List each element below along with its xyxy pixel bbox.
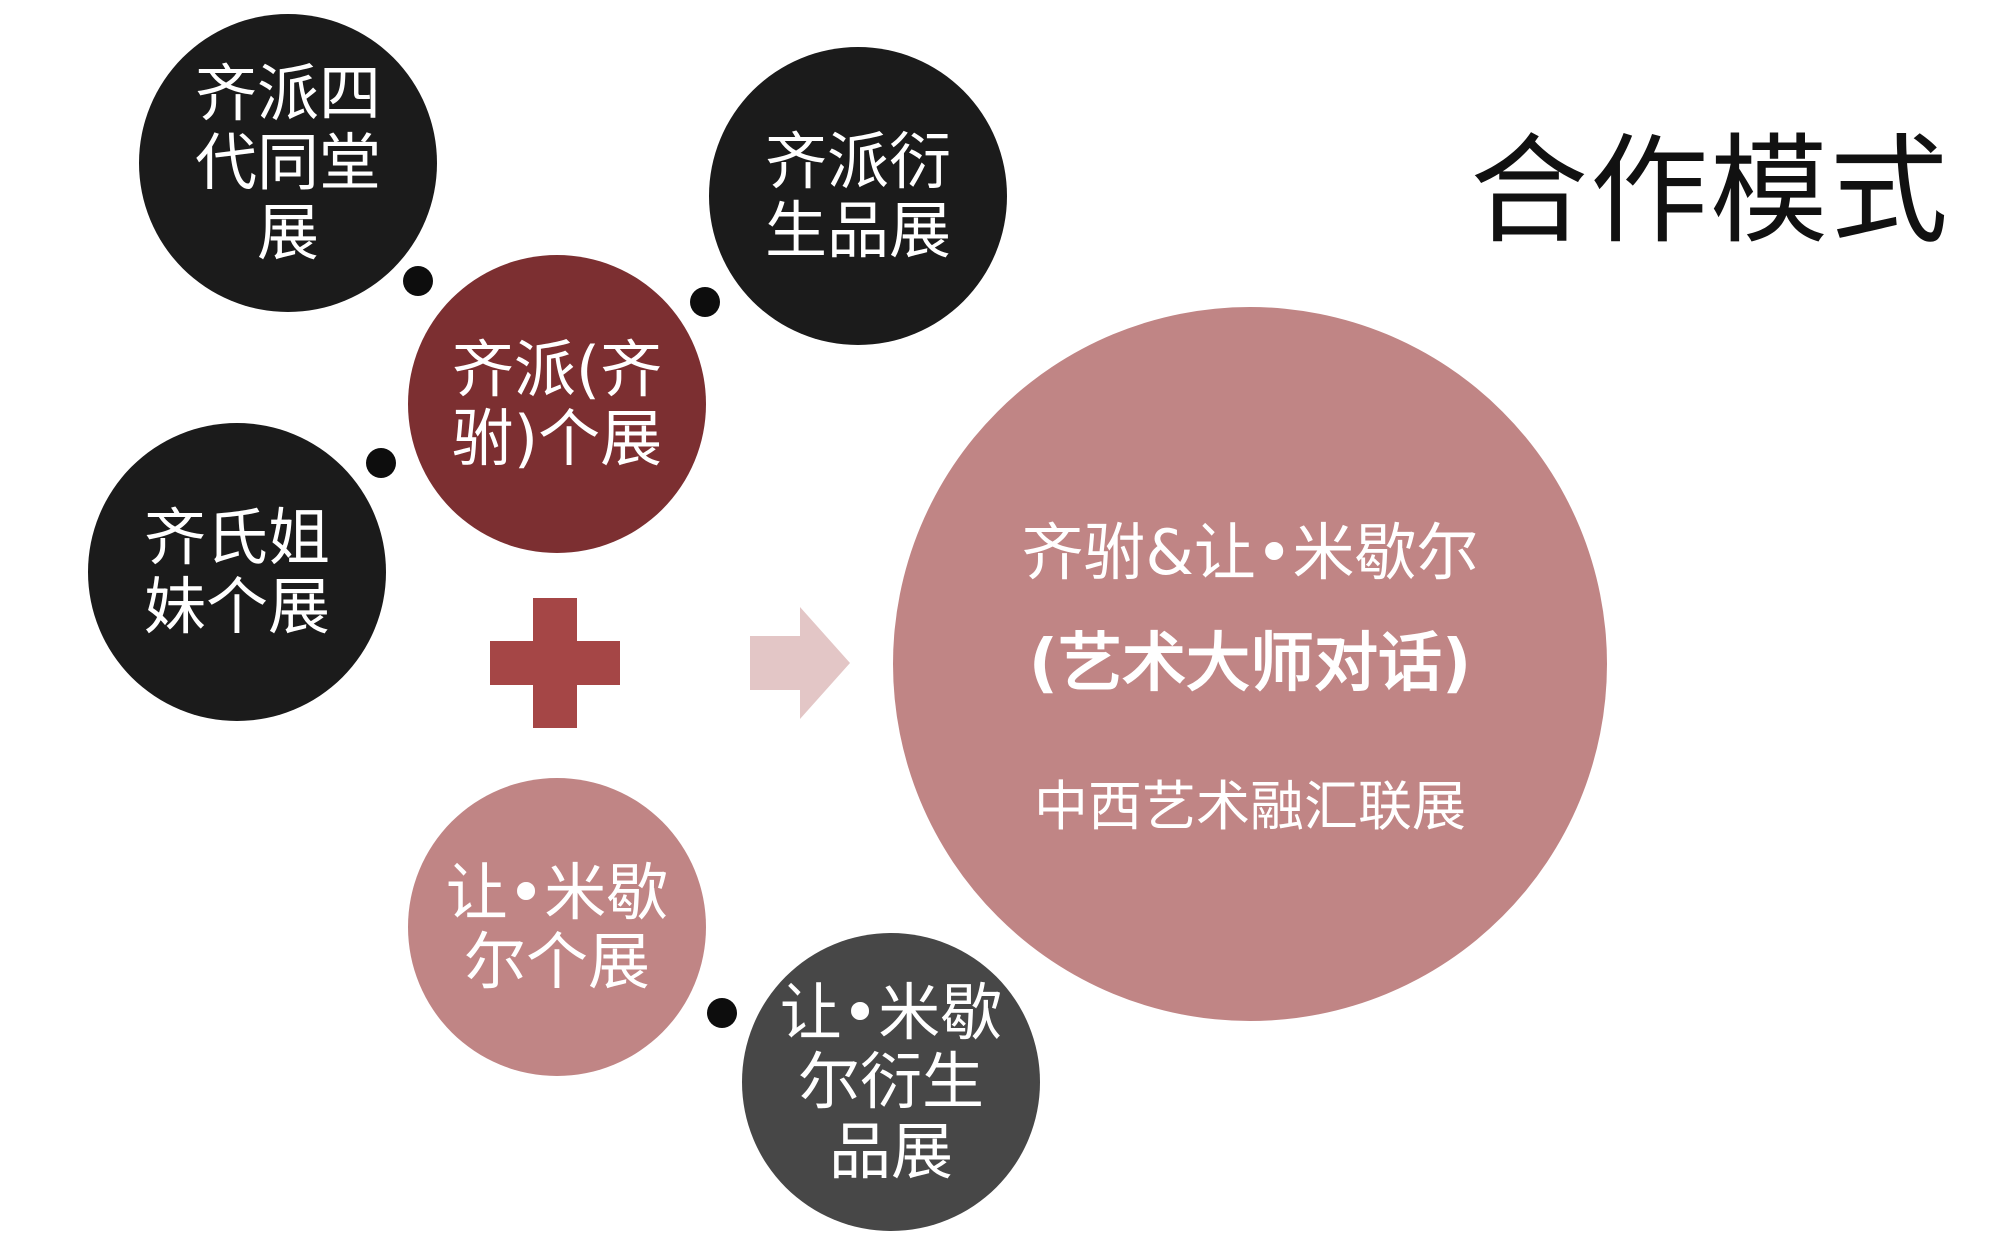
- node-label: 齐派四 代同堂 展: [194, 56, 381, 269]
- node-qi-solo: 齐派(齐 驸)个展: [408, 255, 706, 553]
- result-subtitle: (艺术大师对话): [1028, 627, 1472, 701]
- node-label: 齐派(齐 驸)个展: [451, 332, 663, 475]
- connector-dot: [366, 448, 396, 478]
- node-millet-derivative: 让•米歇 尔衍生 品展: [742, 933, 1040, 1231]
- connector-dot: [403, 266, 433, 296]
- node-label: 让•米歇 尔衍生 品展: [779, 975, 1003, 1188]
- arrow-right-icon: [750, 607, 850, 719]
- node-qi-derivative: 齐派衍 生品展: [709, 47, 1007, 345]
- result-circle: 齐驸&让•米歇尔 (艺术大师对话) 中西艺术融汇联展: [893, 307, 1607, 1021]
- connector-dot: [707, 998, 737, 1028]
- page-title: 合作模式: [1470, 122, 1951, 260]
- node-millet-solo: 让•米歇 尔个展: [408, 778, 706, 1076]
- node-qi-four-generations: 齐派四 代同堂 展: [139, 14, 437, 312]
- node-label: 齐派衍 生品展: [764, 124, 951, 267]
- result-description: 中西艺术融汇联展: [1034, 775, 1466, 838]
- result-title: 齐驸&让•米歇尔: [1021, 516, 1479, 589]
- node-label: 让•米歇 尔个展: [445, 855, 669, 998]
- node-qi-sisters: 齐氏姐 妹个展: [88, 423, 386, 721]
- node-label: 齐氏姐 妹个展: [143, 500, 330, 643]
- connector-dot: [690, 287, 720, 317]
- plus-icon: [490, 598, 620, 728]
